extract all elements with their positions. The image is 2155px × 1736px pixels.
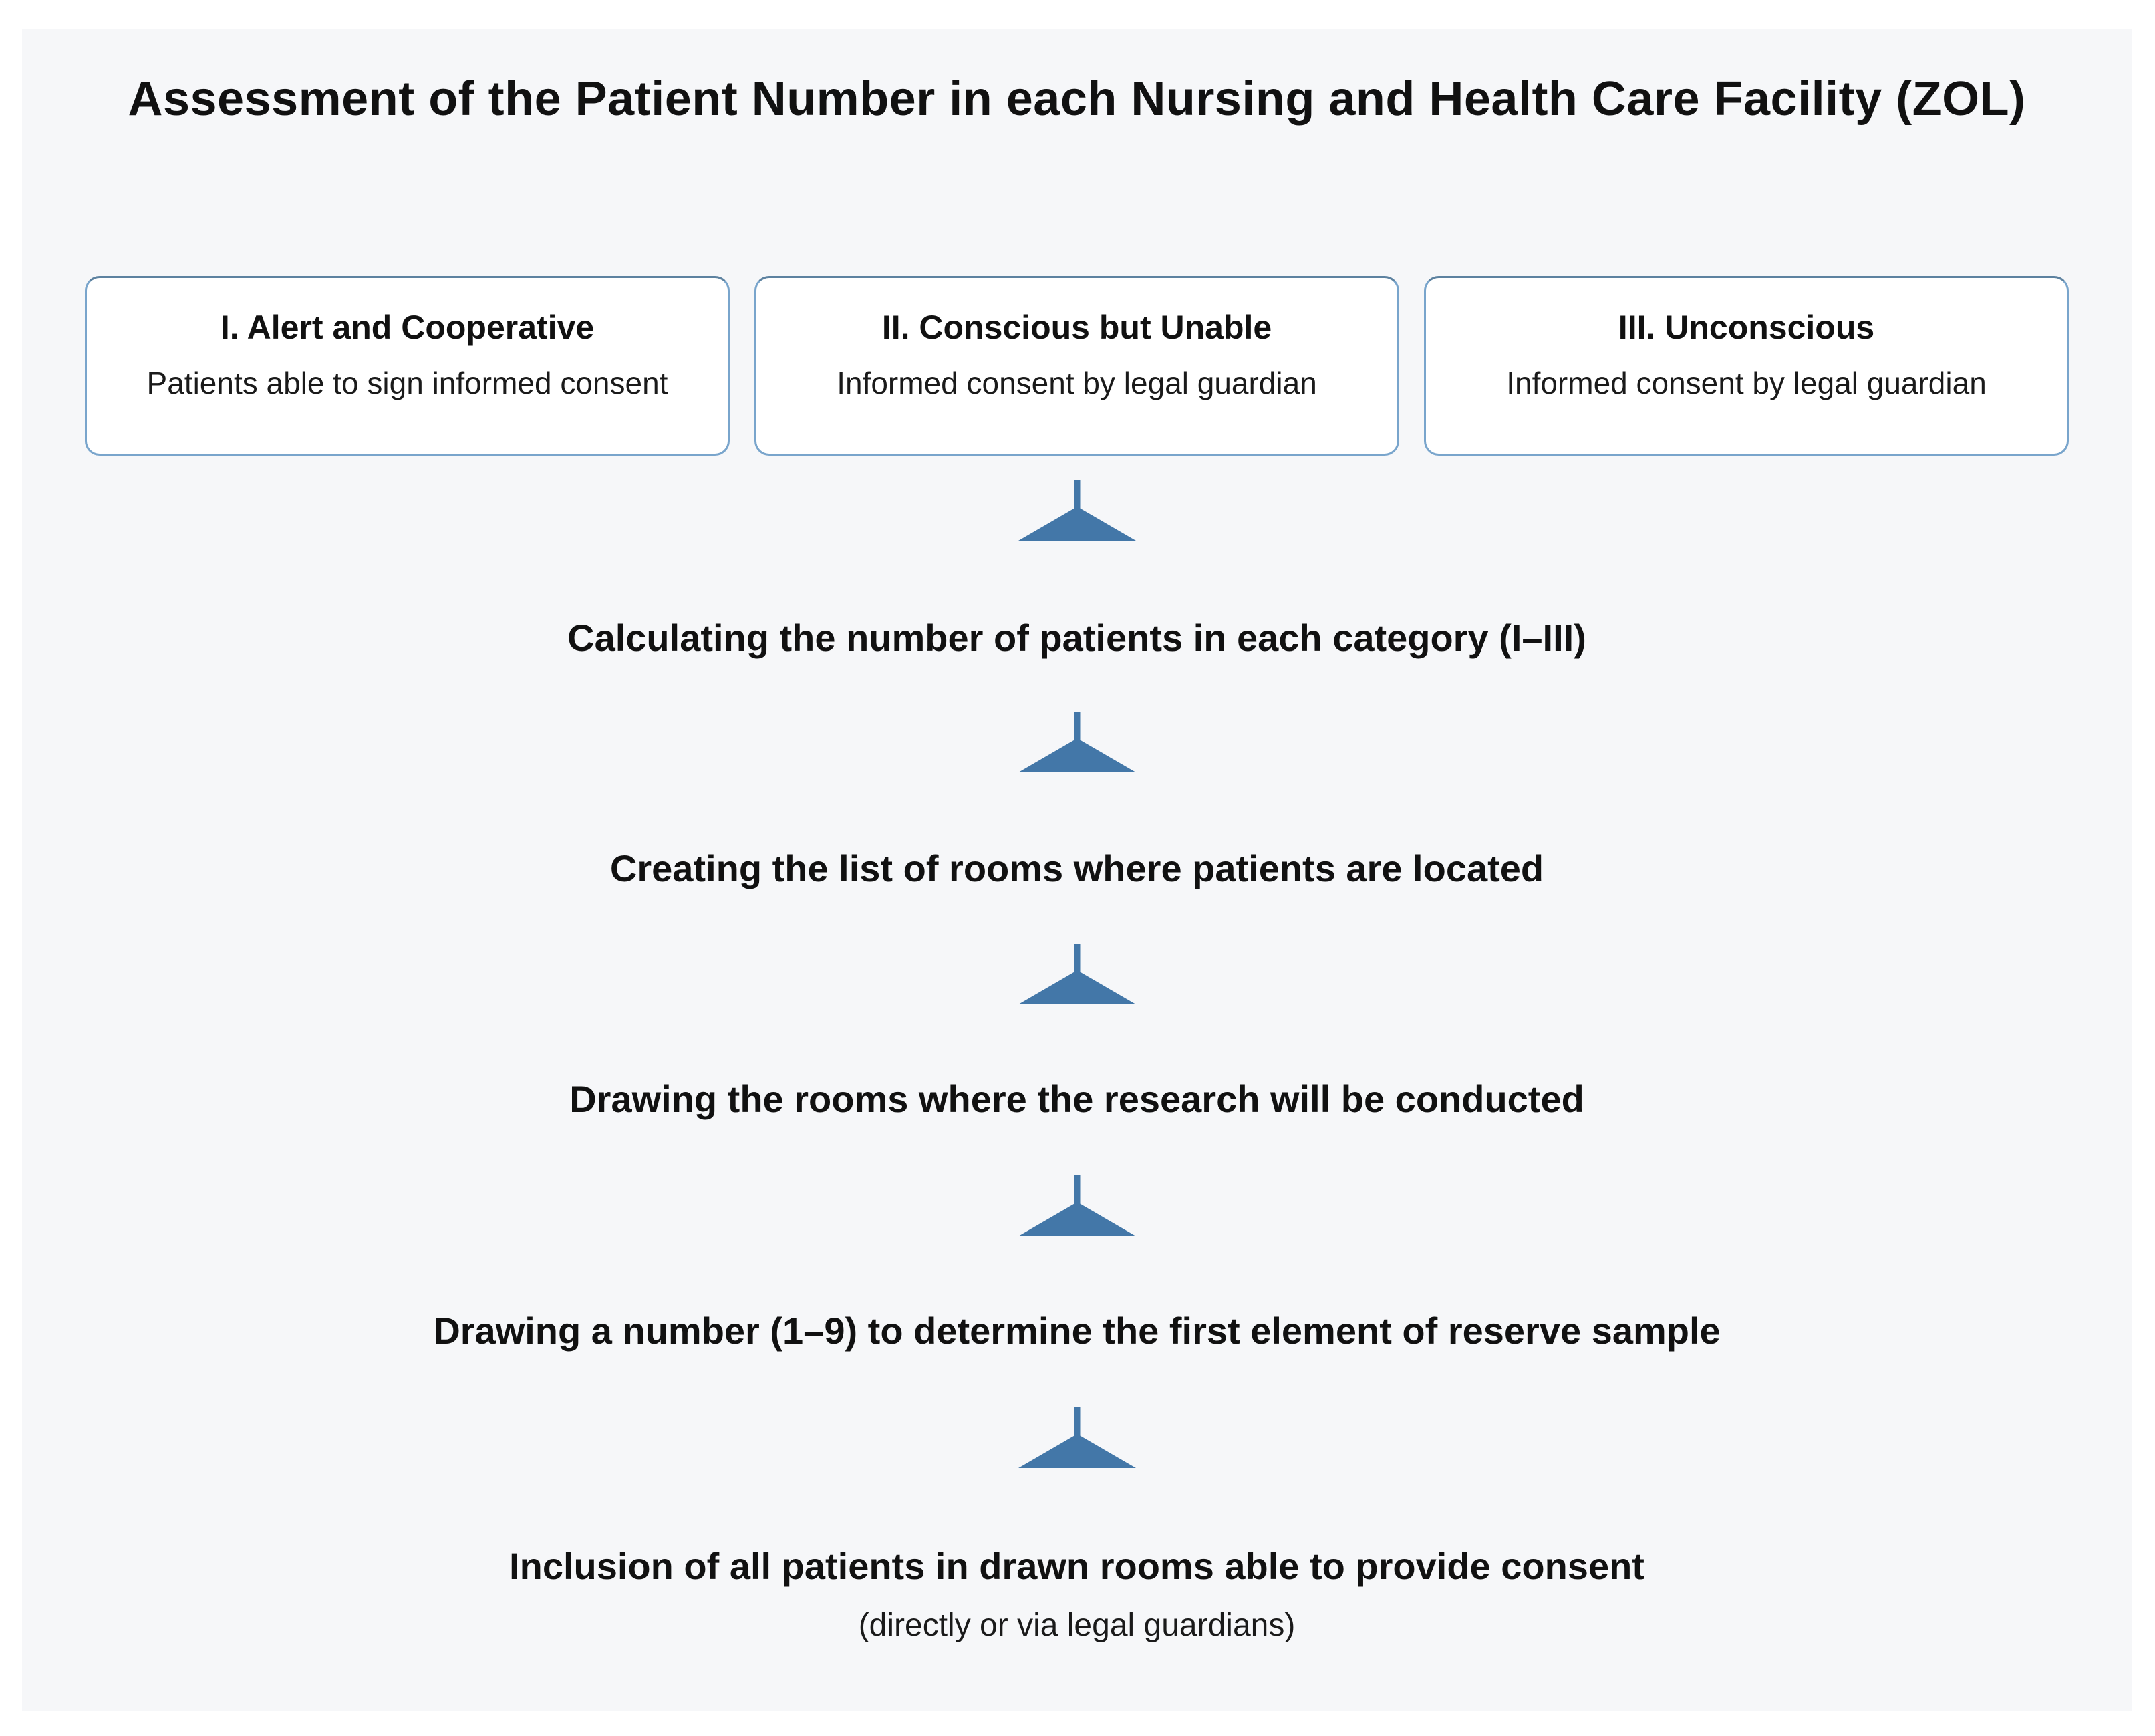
- down-arrow-icon: [22, 1407, 2132, 1470]
- category-box-conscious-unable: II. Conscious but Unable Informed consen…: [754, 276, 1399, 456]
- category-box-unconscious: III. Unconscious Informed consent by leg…: [1424, 276, 2069, 456]
- down-arrow-icon: [22, 1175, 2132, 1238]
- category-heading: II. Conscious but Unable: [881, 309, 1272, 346]
- step-drawing-rooms: Drawing the rooms where the research wil…: [569, 1078, 1584, 1120]
- category-box-alert-cooperative: I. Alert and Cooperative Patients able t…: [85, 276, 730, 456]
- down-arrow-icon: [22, 712, 2132, 774]
- down-arrow-icon: [22, 944, 2132, 1006]
- page-title: Assessment of the Patient Number in each…: [128, 72, 2026, 126]
- category-heading: III. Unconscious: [1618, 309, 1875, 346]
- step-creating-room-list: Creating the list of rooms where patient…: [609, 847, 1544, 889]
- diagram-panel: Assessment of the Patient Number in each…: [22, 29, 2132, 1711]
- category-heading: I. Alert and Cooperative: [220, 309, 595, 346]
- category-description: Informed consent by legal guardian: [837, 366, 1317, 400]
- step-drawing-number: Drawing a number (1–9) to determine the …: [433, 1310, 1721, 1352]
- category-description: Informed consent by legal guardian: [1506, 366, 1987, 400]
- step-calculating-patients: Calculating the number of patients in ea…: [567, 617, 1586, 659]
- down-arrow-icon: [22, 480, 2132, 543]
- category-boxes-row: I. Alert and Cooperative Patients able t…: [22, 276, 2132, 456]
- category-description: Patients able to sign informed consent: [146, 366, 668, 400]
- step-inclusion-of-patients: Inclusion of all patients in drawn rooms…: [509, 1545, 1644, 1587]
- final-note: (directly or via legal guardians): [858, 1608, 1296, 1643]
